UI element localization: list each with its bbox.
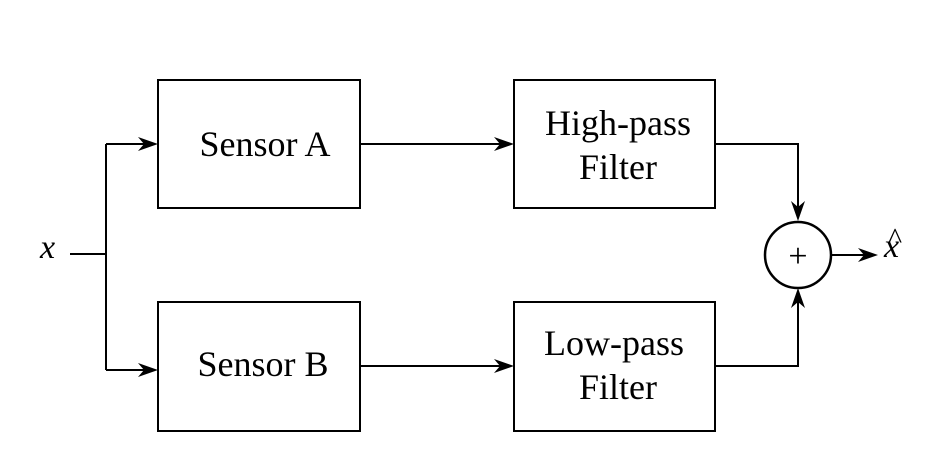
plus-icon: + xyxy=(788,238,807,275)
sensor-a-block: Sensor A xyxy=(157,79,361,209)
input-label: x xyxy=(39,229,55,266)
output-label: x xyxy=(883,228,899,265)
arrow-into-sum-bottom xyxy=(791,288,805,308)
sensor-b-block: Sensor B xyxy=(157,301,361,432)
arrow-to-low-pass xyxy=(494,359,514,373)
arrow-to-sensor-a xyxy=(138,137,158,151)
high-pass-label-line1: High-pass xyxy=(545,103,691,143)
high-pass-label-line2: Filter xyxy=(579,147,657,187)
output-arrow xyxy=(858,248,878,262)
arrow-to-high-pass xyxy=(494,137,514,151)
arrow-into-sum-top xyxy=(791,201,805,221)
arrow-to-sensor-b xyxy=(138,363,158,377)
sensor-b-label: Sensor B xyxy=(197,344,328,384)
low-pass-filter-block: Low-pass Filter xyxy=(513,301,716,432)
output-hat-accent: ^ xyxy=(888,222,902,255)
low-pass-label-line1: Low-pass xyxy=(544,323,684,363)
sensor-a-label: Sensor A xyxy=(199,124,330,164)
wire-high-pass-to-sum xyxy=(715,143,799,208)
summing-junction: + xyxy=(763,220,833,290)
high-pass-filter-block: High-pass Filter xyxy=(513,79,716,209)
low-pass-label-line2: Filter xyxy=(579,367,657,407)
wire-low-pass-to-sum xyxy=(715,301,799,367)
